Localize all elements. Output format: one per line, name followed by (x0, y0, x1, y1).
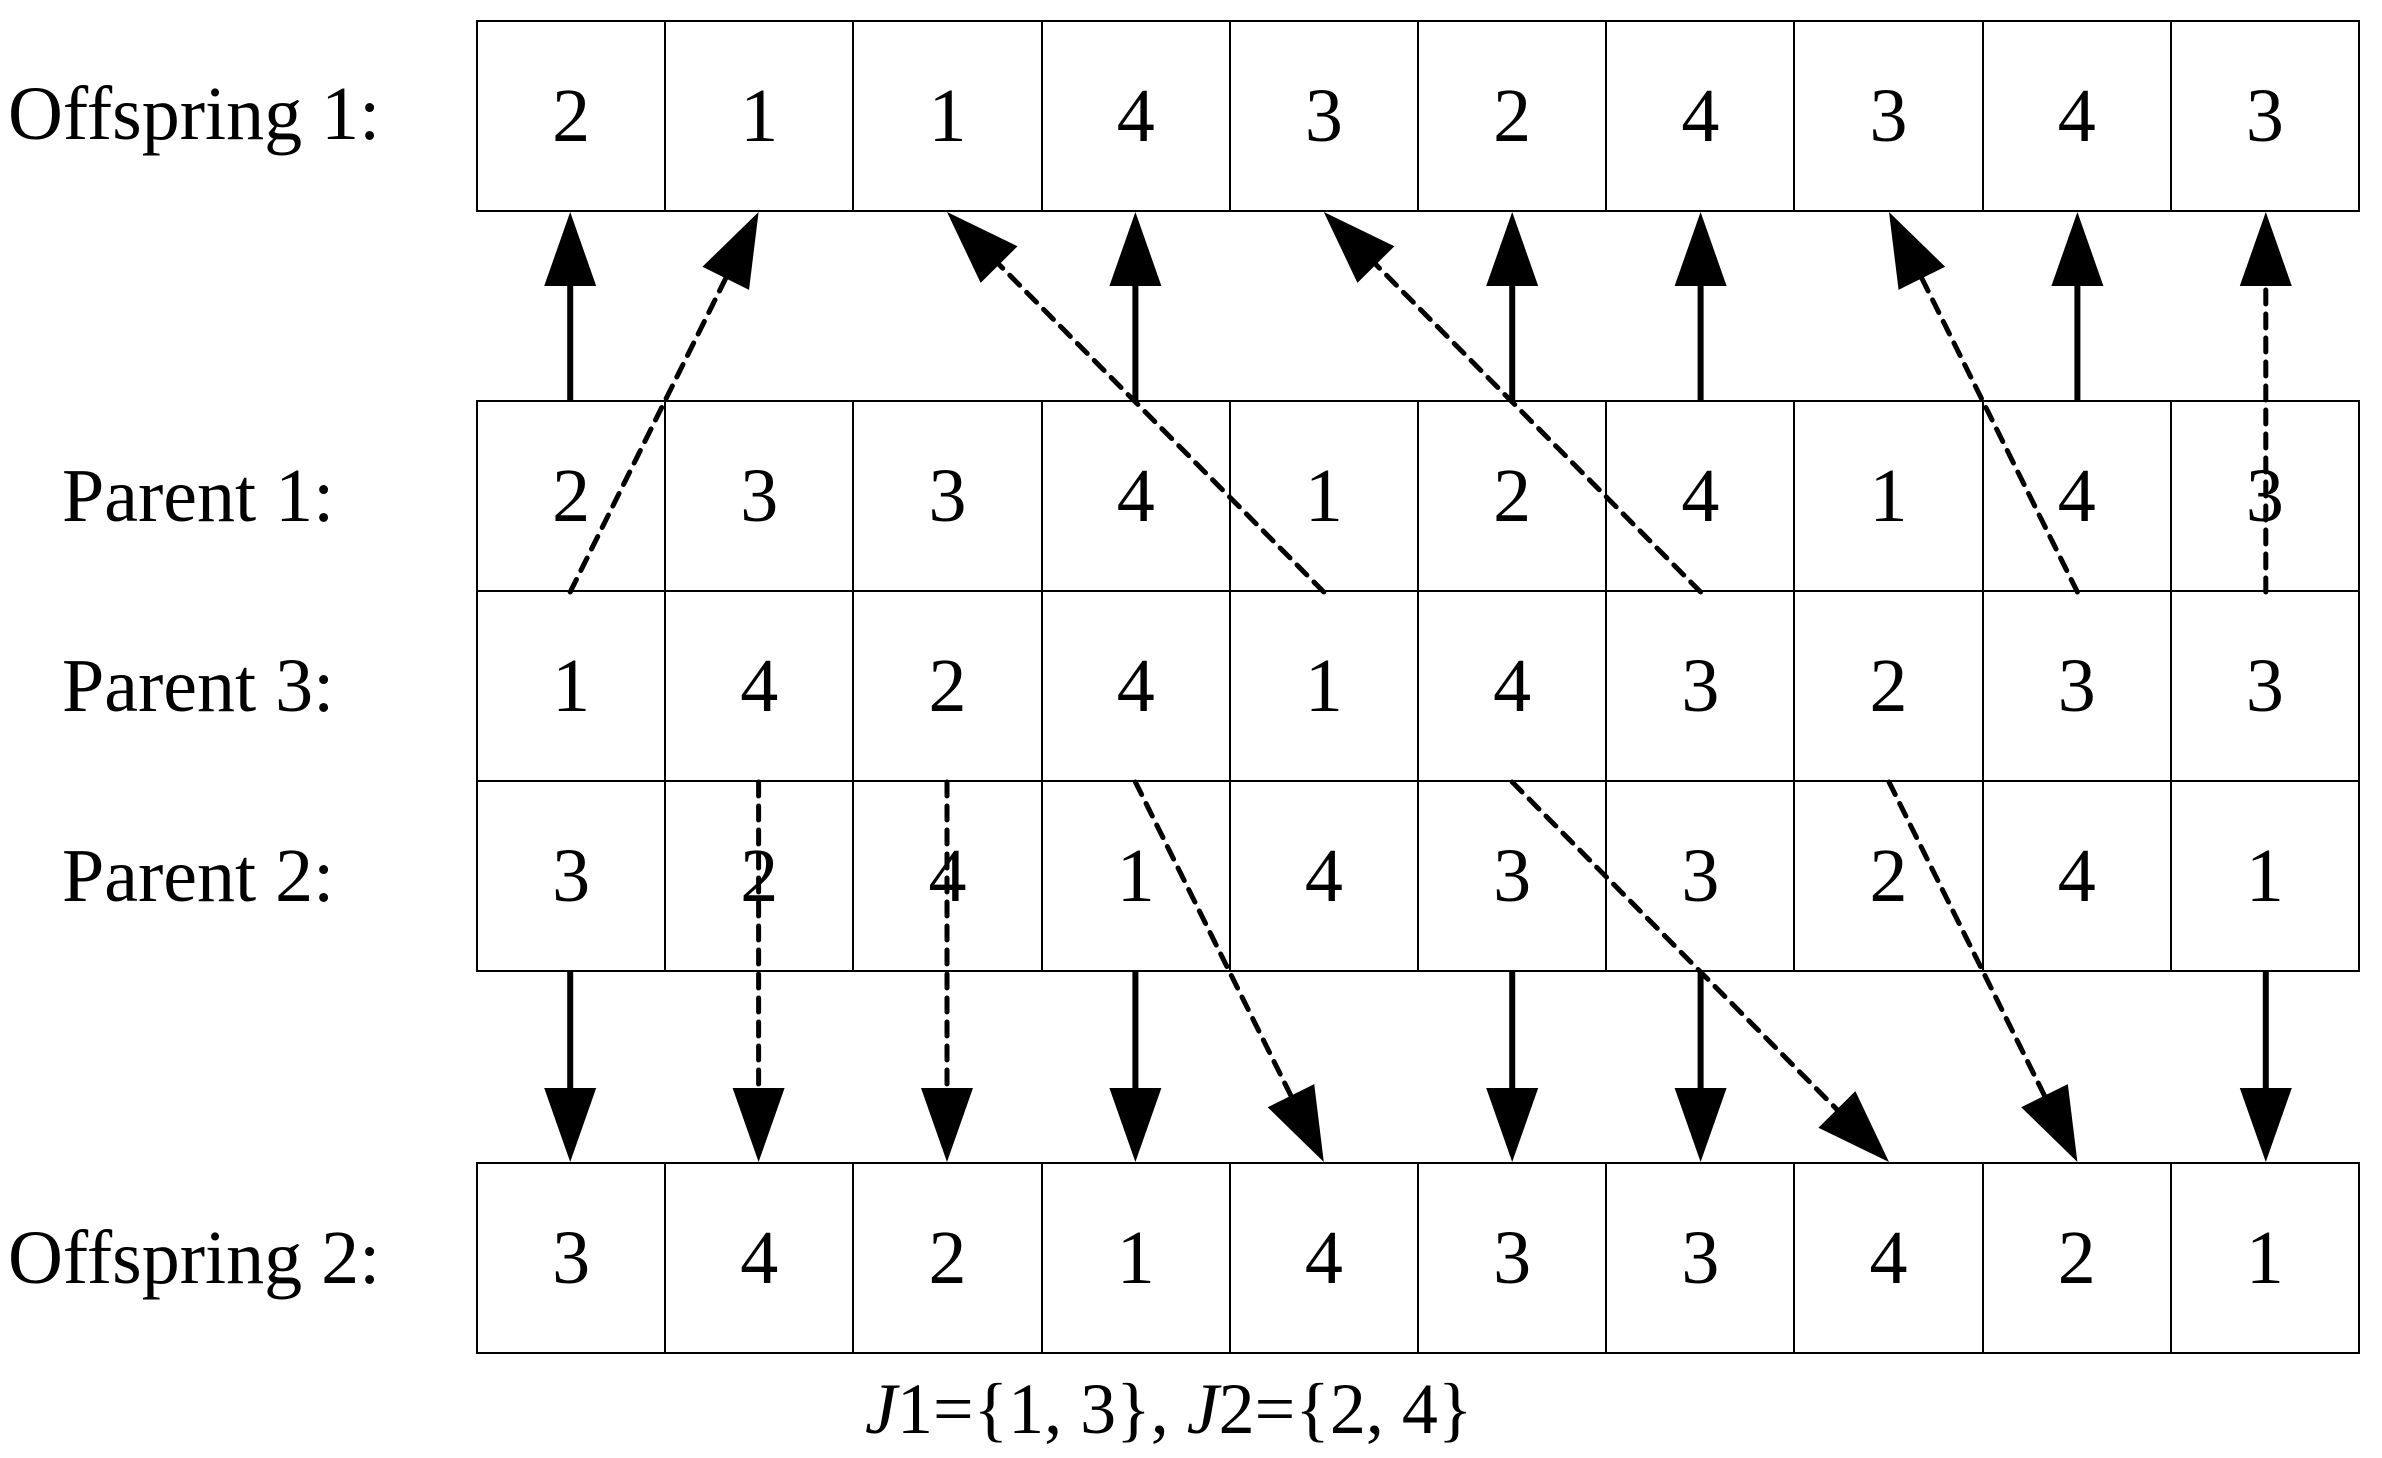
solid-arrow-down-icon (1674, 972, 1727, 1162)
parent2-cell-3: 4 (854, 782, 1043, 970)
offspring2-cell-6: 3 (1419, 1164, 1608, 1352)
parent3-cell-10: 3 (2245, 643, 2284, 728)
j1-symbol: J (865, 1369, 897, 1449)
j2-set: 2={2, 4} (1218, 1369, 1473, 1449)
parent1-cell-1: 2 (478, 402, 667, 590)
parent1-cell-9: 4 (1984, 402, 2172, 590)
offspring1-label: Offspring 1: (8, 72, 381, 156)
offspring1-cell-3: 1 (854, 22, 1043, 210)
parent3-cell-1: 1 (478, 592, 667, 780)
solid-arrow-up-icon (1674, 212, 1727, 400)
offspring2-cell-4: 1 (1043, 1164, 1231, 1352)
parent2-cell-2: 2 (666, 782, 855, 970)
offspring1-cell-10: 3 (2245, 73, 2284, 158)
parent3-cell-8: 2 (1795, 592, 1984, 780)
parent2-cell-10: 1 (2245, 833, 2284, 918)
parent3-cell-2: 4 (666, 592, 855, 780)
offspring2-cell-1: 3 (478, 1164, 667, 1352)
solid-arrow-down-icon (544, 972, 597, 1162)
parent3-cell-5: 1 (1231, 592, 1420, 780)
parent3-cell-7: 3 (1607, 592, 1796, 780)
parent2-cell-6: 3 (1419, 782, 1608, 970)
parent3-cell-9: 3 (1984, 592, 2172, 780)
offspring2-cell-3: 2 (854, 1164, 1043, 1352)
solid-arrow-down-icon (2239, 972, 2292, 1162)
index-sets-caption: J1={1, 3}, J2={2, 4} (865, 1368, 1472, 1451)
solid-arrow-up-icon (2051, 212, 2104, 400)
offspring2-cell-9: 2 (1984, 1164, 2172, 1352)
offspring1-cell-5: 3 (1231, 22, 1420, 210)
parent1-cell-7: 4 (1607, 402, 1796, 590)
j1-set: 1={1, 3}, (896, 1369, 1187, 1449)
offspring2-cell-5: 4 (1231, 1164, 1420, 1352)
offspring1-cell-2: 1 (666, 22, 855, 210)
parent3-cell-4: 4 (1043, 592, 1231, 780)
offspring2-label: Offspring 2: (8, 1216, 381, 1300)
parent1-cell-8: 1 (1795, 402, 1984, 590)
parent1-cell-2: 3 (666, 402, 855, 590)
parent1-cell-6: 2 (1419, 402, 1608, 590)
offspring1-cell-1: 2 (478, 22, 667, 210)
solid-arrow-up-icon (1486, 212, 1539, 400)
parent3-cell-3: 2 (854, 592, 1043, 780)
parent3-label: Parent 3: (62, 644, 335, 728)
offspring2-cell-8: 4 (1795, 1164, 1984, 1352)
parent2-cell-1: 3 (478, 782, 667, 970)
parent1-cell-10: 3 (2245, 453, 2284, 538)
parent2-cell-4: 1 (1043, 782, 1231, 970)
parent1-cell-4: 4 (1043, 402, 1231, 590)
offspring2-cell-10: 1 (2245, 1215, 2284, 1300)
parent3-cell-6: 4 (1419, 592, 1608, 780)
offspring1-cell-7: 4 (1607, 22, 1796, 210)
offspring1-cell-9: 4 (1984, 22, 2172, 210)
parent2-cell-9: 4 (1984, 782, 2172, 970)
parent2-cell-7: 3 (1607, 782, 1796, 970)
parent1-label: Parent 1: (62, 454, 335, 538)
parent2-label: Parent 2: (62, 834, 335, 918)
parent2-cell-5: 4 (1231, 782, 1420, 970)
solid-arrow-up-icon (1109, 212, 1162, 400)
solid-arrow-down-icon (1109, 972, 1162, 1162)
parent1-cell-3: 3 (854, 402, 1043, 590)
offspring2-cell-2: 4 (666, 1164, 855, 1352)
parent1-cell-5: 1 (1231, 402, 1420, 590)
offspring2-cell-7: 3 (1607, 1164, 1796, 1352)
j2-symbol: J (1186, 1369, 1219, 1449)
offspring1-cell-8: 3 (1795, 22, 1984, 210)
solid-arrow-down-icon (1486, 972, 1539, 1162)
offspring1-cell-6: 2 (1419, 22, 1608, 210)
solid-arrow-up-icon (544, 212, 597, 400)
parent2-cell-8: 2 (1795, 782, 1984, 970)
offspring1-cell-4: 4 (1043, 22, 1231, 210)
